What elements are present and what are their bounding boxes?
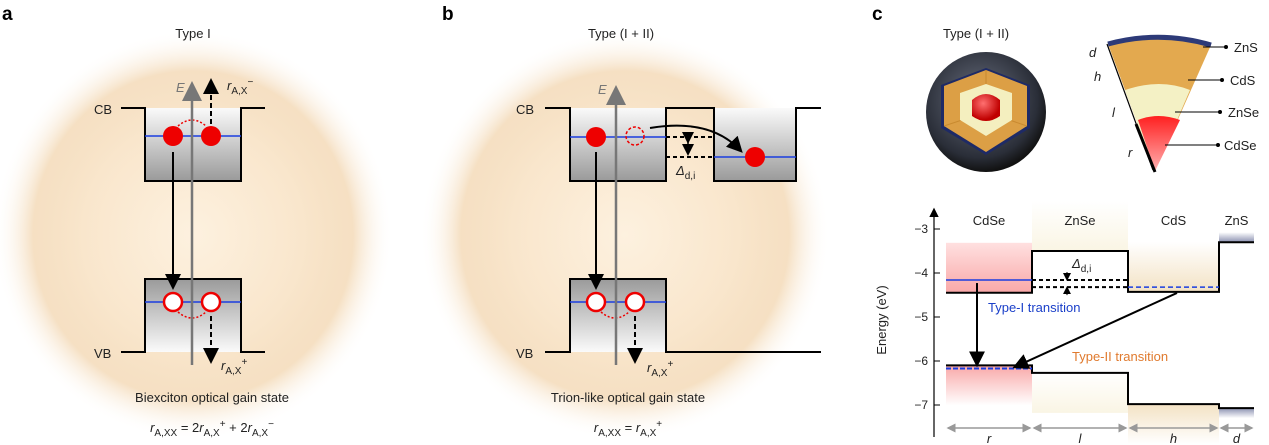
pair-link (177, 119, 207, 127)
transferred-electron-origin (625, 126, 645, 146)
thickness-label: d (1233, 431, 1241, 445)
glow-background (0, 30, 393, 440)
rate-positive-trion: rA,X+ (647, 359, 673, 379)
cb-edge (545, 107, 821, 182)
thickness-label: r (987, 431, 992, 445)
hole (162, 291, 184, 313)
y-axis-label: Energy (eV) (874, 285, 889, 354)
wedge-label-znse: ZnSe (1228, 105, 1259, 120)
rate-positive-trion: rA,X+ (221, 357, 247, 377)
energy-axis-label: E (598, 82, 607, 97)
cb-label: CB (516, 102, 534, 117)
panel-title: Type I (175, 26, 210, 41)
electron (201, 126, 221, 146)
cb-label: CB (94, 102, 112, 117)
layer-label: CdSe (973, 213, 1006, 228)
hole (200, 291, 222, 313)
panel-title: Type (I + II) (588, 26, 654, 41)
cb-fill (1032, 201, 1128, 251)
rate-negative-trion: rA,X− (227, 77, 253, 97)
valence-band-edge (946, 364, 1254, 410)
panel-b: b Type (I + II) Δd,i E CB VB rA,X+ Trion… (420, 4, 830, 440)
layer-label: CdS (1161, 213, 1187, 228)
dim-l: l (1112, 105, 1116, 120)
cb-fill (1128, 241, 1219, 292)
rate-formula: rA,XX = 2rA,X+ + 2rA,X− (150, 419, 274, 439)
caption: Biexciton optical gain state (135, 390, 289, 405)
type2-transition-arrow (1012, 292, 1178, 369)
panel-a: a Type I E CB VB rA,X− rA,X+ Biexciton o… (0, 4, 393, 440)
delta-label: Δd,i (1071, 256, 1091, 275)
layer-label: ZnSe (1064, 213, 1095, 228)
y-tick-label: −4 (914, 266, 928, 280)
caption: Trion-like optical gain state (551, 390, 705, 405)
y-tick-label: −5 (914, 310, 928, 324)
panel-title: Type (I + II) (943, 26, 1009, 41)
vb-label: VB (94, 346, 111, 361)
vb-fill (1032, 372, 1128, 413)
energy-axis-label: E (176, 80, 185, 95)
y-tick-label: −6 (914, 354, 928, 368)
panel-label-c: c (872, 4, 883, 25)
layer-label: ZnS (1225, 213, 1249, 228)
delta-label: Δd,i (675, 163, 695, 182)
vb-label: VB (516, 346, 533, 361)
glow-background (420, 30, 830, 440)
cb-well-fill (570, 108, 666, 181)
band-diagram: −3 −4 −5 −6 −7 Energy (eV) CdSe r ZnSe l CdS h ZnS… (874, 201, 1254, 445)
pair-link (177, 311, 207, 319)
cb-fill (946, 242, 1032, 293)
cb-fill (1219, 232, 1254, 243)
wedge-label-cds: CdS (1230, 73, 1256, 88)
y-tick-label: −3 (914, 222, 928, 236)
cb-well2-fill (714, 108, 796, 181)
transfer-arrow (649, 124, 743, 153)
rate-formula: rA,XX = rA,X+ (594, 419, 662, 439)
y-tick-label: −7 (914, 398, 928, 412)
wedge-label-zns: ZnS (1234, 40, 1258, 55)
conduction-band-edge (946, 241, 1254, 294)
vb-fill (946, 365, 1032, 406)
panel-c: c Type (I + II) ZnS CdS ZnSe CdSe d h (872, 4, 1259, 445)
electron (163, 126, 183, 146)
panel-label-a: a (2, 4, 13, 25)
vb-edge (545, 278, 821, 353)
shell-wedge (1106, 34, 1228, 173)
electron (586, 127, 606, 147)
electron-shell (745, 147, 765, 167)
pair-link (600, 311, 630, 319)
thickness-label: h (1170, 431, 1177, 445)
dim-h: h (1094, 69, 1101, 84)
panel-label-b: b (442, 4, 454, 25)
type2-label: Type-II transition (1072, 349, 1168, 364)
hole (585, 291, 607, 313)
dim-d: d (1089, 45, 1097, 60)
vb-fill (1219, 408, 1254, 419)
wedge-label-cdse: CdSe (1224, 138, 1257, 153)
vb-well-fill (570, 279, 666, 352)
type1-label: Type-I transition (988, 300, 1081, 315)
dim-r: r (1128, 145, 1133, 160)
thickness-label: l (1079, 431, 1083, 445)
hole (624, 291, 646, 313)
nanocrystal-sphere (926, 52, 1046, 172)
